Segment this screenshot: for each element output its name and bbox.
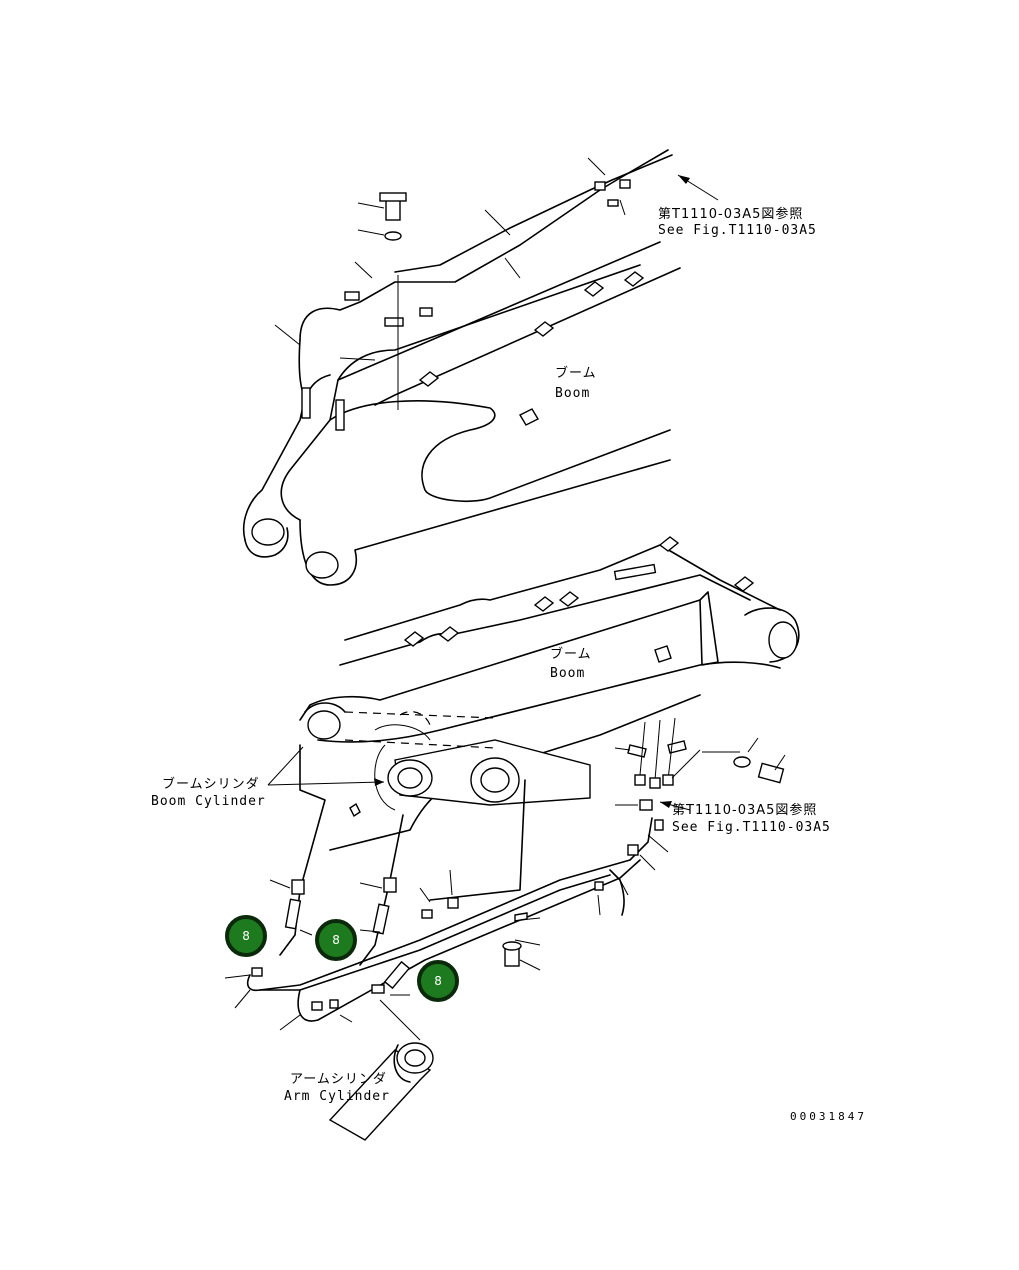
see-fig-top-jp: 第T1110-03A5図参照 bbox=[658, 206, 803, 222]
text-labels: ブーム Boom 第T1110-03A5図参照 See Fig.T1110-03… bbox=[151, 206, 867, 1123]
boom-label-upper-en: Boom bbox=[555, 386, 590, 401]
callout-marker-8-left[interactable]: 8 bbox=[225, 915, 267, 957]
upper-boom bbox=[243, 149, 719, 586]
arm-cylinder-label-jp: アームシリンダ bbox=[290, 1072, 387, 1087]
see-fig-mid-en: See Fig.T1110-03A5 bbox=[672, 820, 831, 835]
boom-label-upper-jp: ブーム bbox=[555, 365, 597, 381]
boom-label-lower-en: Boom bbox=[550, 666, 585, 681]
arm-cylinder-label-en: Arm Cylinder bbox=[284, 1089, 390, 1104]
boom-cylinder-label-jp: ブームシリンダ bbox=[162, 776, 260, 792]
boom-label-lower-jp: ブーム bbox=[550, 646, 592, 662]
callout-marker-label: 8 bbox=[332, 933, 340, 947]
see-fig-top-en: See Fig.T1110-03A5 bbox=[658, 223, 817, 238]
boom-cylinder bbox=[374, 724, 591, 811]
callout-marker-8-middle[interactable]: 8 bbox=[315, 919, 357, 961]
callout-marker-label: 8 bbox=[242, 929, 250, 943]
see-fig-mid-jp: 第T1110-03A5図参照 bbox=[672, 802, 817, 818]
document-number: 00031847 bbox=[790, 1110, 867, 1123]
callout-marker-8-right[interactable]: 8 bbox=[417, 960, 459, 1002]
boom-cylinder-label-en: Boom Cylinder bbox=[151, 794, 266, 809]
callout-marker-label: 8 bbox=[434, 974, 442, 988]
arm-cylinder bbox=[328, 1042, 434, 1141]
hose-lines bbox=[224, 717, 786, 1041]
lower-boom bbox=[299, 536, 800, 851]
